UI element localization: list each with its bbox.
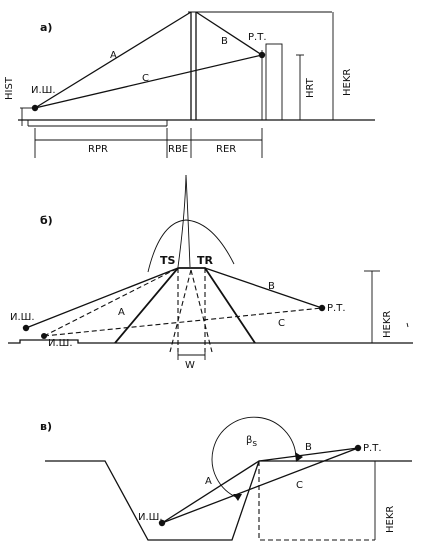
panel-c-beta-arc <box>211 416 297 499</box>
panel-c-hekr-label: HEKR <box>385 506 396 533</box>
panel-b-hill <box>114 267 256 344</box>
panel-c-receiver-point <box>354 444 362 452</box>
panel-c-tag: в) <box>40 420 52 433</box>
panel-b-ray-a-label: A <box>118 307 125 318</box>
panel-a-hekr-label: HEKR <box>342 69 353 96</box>
panel-a-ray-a <box>34 11 192 109</box>
panel-a-ray-c-label: C <box>142 73 149 84</box>
panel-c-beta-label: βs <box>246 435 257 449</box>
panel-b-hekr-label: HEKR <box>382 311 393 338</box>
panel-b-ray-b-label: B <box>268 281 275 292</box>
panel-c-receiver-label: Р.Т. <box>363 443 382 454</box>
panel-c-ray-a-label: A <box>205 476 212 487</box>
panel-b-receiver-label: Р.Т. <box>327 303 346 314</box>
panel-b-ray-a-image <box>43 267 179 337</box>
panel-c-source-label: И.Ш. <box>138 512 163 523</box>
panel-a-rer-label: RER <box>216 144 236 155</box>
panel-c-source-point <box>158 519 166 527</box>
panel-a-hrt-label: HRT <box>305 77 316 98</box>
panel-b-source-image-label: И.Ш. <box>48 338 73 349</box>
panel-c-ray-c <box>161 447 359 524</box>
panel-c-ray-c-label: C <box>296 480 303 491</box>
panel-a-receiver-building <box>265 43 283 121</box>
panel-b-w-label: W <box>185 360 195 371</box>
panel-b-spire-right <box>185 174 191 268</box>
panel-a-source-label: И.Ш. <box>31 85 56 96</box>
panel-b-tangent-arc <box>147 219 235 273</box>
panel-a-ray-c <box>34 54 263 109</box>
panel-a-rbe-label: RBE <box>168 144 188 155</box>
panel-c-ray-a <box>161 460 260 524</box>
panel-a: а) A B C И.Ш. Р.Т. HIST HRT <box>4 11 375 158</box>
panel-b-ray-c-label: C <box>278 318 285 329</box>
panel-b-ray-b <box>204 267 323 309</box>
panel-c-ray-b <box>258 447 359 462</box>
panel-b-tag: б) <box>40 214 53 227</box>
panel-b: б) W И.Ш. И.Ш. Р.Т. A B C TS <box>8 174 413 371</box>
panel-b-ts-label: TS <box>160 254 176 267</box>
panel-b-source-label: И.Ш. <box>10 312 35 323</box>
panel-b-ray-c <box>43 307 323 337</box>
panel-a-rpr-label: RPR <box>88 144 108 155</box>
panel-a-ray-b <box>195 11 263 56</box>
panel-c-projection <box>258 461 375 541</box>
panel-b-source-image-point <box>41 333 47 339</box>
panel-a-source-point <box>31 104 39 112</box>
panel-b-ray-a <box>25 267 179 329</box>
panel-b-ground <box>8 339 413 344</box>
panel-b-receiver-point <box>318 304 326 312</box>
panel-a-hist-label: HIST <box>4 76 15 100</box>
panel-b-source-point <box>22 324 30 332</box>
panel-b-tr-label: TR <box>197 254 214 267</box>
panel-b-spire-left <box>177 174 187 268</box>
panel-a-ray-a-label: A <box>110 50 117 61</box>
panel-a-tag: а) <box>40 21 52 34</box>
panel-c-ray-b-label: B <box>305 442 312 453</box>
panel-c-valley <box>45 460 412 541</box>
panel-a-receiver-point <box>258 51 266 59</box>
panel-c: в) И.Ш. Р.Т. A B C βs HEKR <box>40 416 412 541</box>
panel-a-receiver-label: Р.Т. <box>248 32 267 43</box>
panel-a-ray-b-label: B <box>221 36 228 47</box>
